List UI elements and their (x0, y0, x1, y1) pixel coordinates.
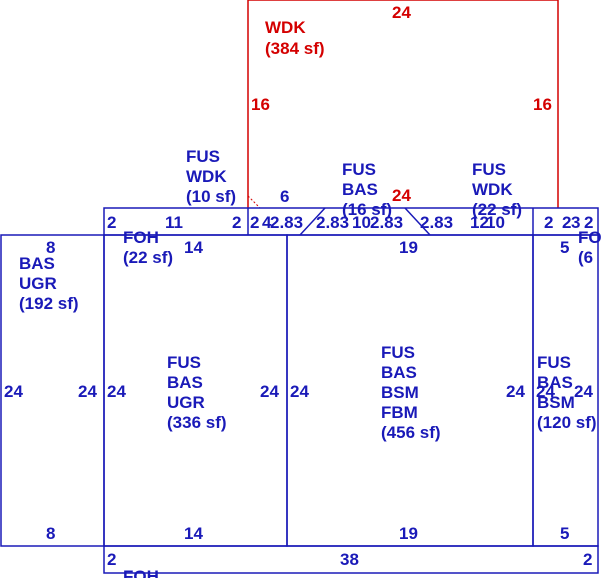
fus-bas-bsm-label: FUS (537, 353, 571, 372)
strip-dim: 10 (352, 213, 371, 232)
fus-bas-mid-area: (16 sf) (342, 200, 392, 219)
bas-ugr-left-label: BAS (19, 254, 55, 273)
bsm-right-dim: 24 (574, 382, 593, 401)
strip-dim: 4 (262, 213, 272, 232)
bsm-bottom-dim: 5 (560, 524, 569, 543)
fus-bas-ugr-label-2: BAS (167, 373, 203, 392)
strip-dim: 12 (470, 213, 489, 232)
deck-right-dim: 16 (533, 95, 552, 114)
bsm-top-dim: 5 (560, 238, 569, 257)
fus-wdk-right-label: FUS (472, 160, 506, 179)
fus-wdk-right-area: (22 sf) (472, 200, 522, 219)
strip-dim: 2 (232, 213, 241, 232)
fus-bas-bsm-fbm-area: (456 sf) (381, 423, 441, 442)
left-top-dim: 8 (46, 238, 55, 257)
fus-bas-bsm-fbm-label-2: BAS (381, 363, 417, 382)
bottom-right-dim: 2 (583, 550, 592, 569)
foh-top-area: (22 sf) (123, 248, 173, 267)
fus-bas-bsm-fbm-label-4: FBM (381, 403, 418, 422)
fus-bas-mid-label-2: BAS (342, 180, 378, 199)
fus-bas-bsm-area: (120 sf) (537, 413, 597, 432)
ugr-left-dim: 24 (107, 382, 126, 401)
strip-dim: 2.83 (420, 213, 453, 232)
fus-bas-bsm-fbm-label: FUS (381, 343, 415, 362)
strip-dim: 2 (250, 213, 259, 232)
fus-bas-bsm-label-2: BAS (537, 373, 573, 392)
deck-label: WDK (265, 18, 306, 37)
strip-dim: 11 (165, 213, 183, 232)
deck-dotted-corner (247, 195, 261, 209)
fus-bas-ugr-label: FUS (167, 353, 201, 372)
ugr-right-dim: 24 (260, 382, 279, 401)
strip-dim: 3 (571, 213, 580, 232)
fus-bas-bsm-label-3: BSM (537, 393, 575, 412)
ugr-bottom-dim: 14 (184, 524, 203, 543)
deck-bottom-dim: 24 (392, 186, 411, 205)
deck-area: (384 sf) (265, 39, 325, 58)
fus-bas-ugr-area: (336 sf) (167, 413, 227, 432)
left-left-dim: 24 (4, 382, 23, 401)
strip-dim: 2.83 (270, 213, 303, 232)
foh-top-label: FOH (123, 228, 159, 247)
deck-outline (247, 0, 559, 208)
bay-diagonal-right (404, 207, 431, 236)
strip-dim: 2 (107, 213, 116, 232)
strip-dim: 2.83 (316, 213, 349, 232)
fus-bas-mid-label: FUS (342, 160, 376, 179)
fbm-right-dim: 24 (506, 382, 525, 401)
fbm-top-dim: 19 (399, 238, 418, 257)
fus-wdk-left-label: FUS (186, 147, 220, 166)
bottom-left-dim: 2 (107, 550, 116, 569)
bas-ugr-left-area: (192 sf) (19, 294, 79, 313)
fo-right-area: (6 (578, 248, 593, 267)
ugr-top-dim: 14 (184, 238, 203, 257)
strip-dim: 2 (544, 213, 553, 232)
left-bottom-dim: 8 (46, 524, 55, 543)
bottom-mid-dim: 38 (340, 550, 359, 569)
fus-wdk-left-label-2: WDK (186, 167, 227, 186)
deck-left-dim: 16 (251, 95, 270, 114)
strip-dim: 2.83 (370, 213, 403, 232)
strip-dim: 10 (486, 213, 505, 232)
bay-diagonal-left (299, 207, 326, 236)
strip-dim: 2 (584, 213, 593, 232)
bottom-strip-outline (103, 545, 599, 574)
fbm-left-dim: 24 (290, 382, 309, 401)
fo-right-label: FO (578, 228, 602, 247)
fbm-bottom-dim: 19 (399, 524, 418, 543)
fus-bas-bsm-fbm-label-3: BSM (381, 383, 419, 402)
fus-bas-ugr-label-3: UGR (167, 393, 205, 412)
bas-ugr-left-label-2: UGR (19, 274, 57, 293)
foh-bottom-label: FOH (123, 567, 159, 578)
left-right-dim: 24 (78, 382, 97, 401)
strip-dim: 2 (562, 213, 571, 232)
fus-wdk-left-area: (10 sf) (186, 187, 236, 206)
deck-top-dim: 24 (392, 3, 411, 22)
fus-wdk-right-label-2: WDK (472, 180, 513, 199)
bsm-left-dim: 24 (536, 382, 555, 401)
strip-extra-dim: 6 (280, 187, 289, 206)
